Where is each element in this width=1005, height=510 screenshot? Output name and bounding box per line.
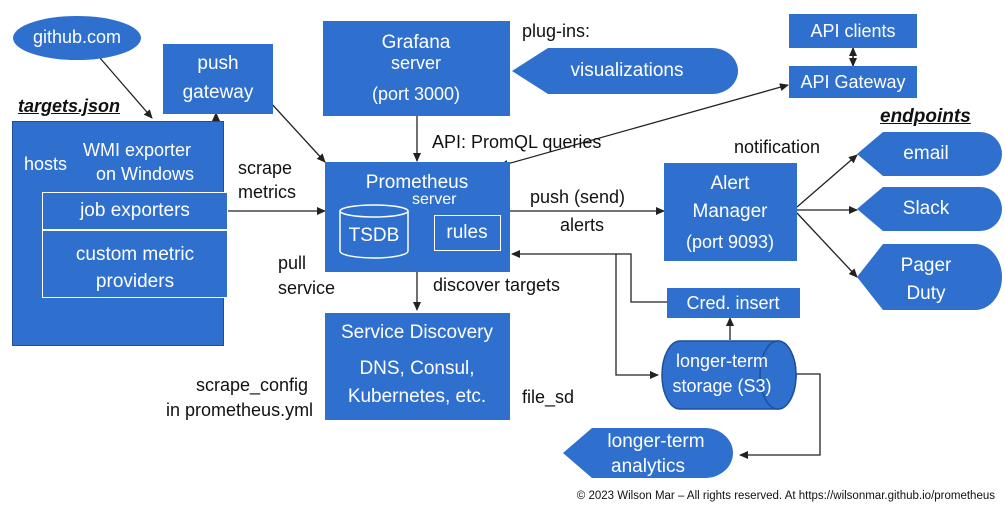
arrow-alertmanager-to-email bbox=[796, 154, 858, 208]
api-clients-box bbox=[789, 14, 917, 48]
scrape-config-label-1: scrape_config bbox=[196, 375, 309, 395]
alert-manager-port: (port 9093) bbox=[685, 232, 775, 252]
pagerduty-label-2: Duty bbox=[906, 283, 946, 304]
pagerduty-shape bbox=[857, 244, 1002, 310]
targets-json-label: targets.json bbox=[18, 96, 121, 116]
analytics-label-2: analytics bbox=[611, 456, 685, 477]
alert-manager-label-2: Manager bbox=[692, 201, 768, 222]
push-gateway-label-1: push bbox=[197, 53, 239, 74]
analytics-label-1: longer-term bbox=[607, 431, 705, 452]
api-clients-label: API clients bbox=[810, 21, 896, 41]
arrow-prometheus-to-storage bbox=[615, 254, 659, 379]
job-exporters-box bbox=[42, 192, 228, 230]
custom-metric-box bbox=[42, 230, 228, 298]
job-exporters-label: job exporters bbox=[80, 200, 190, 221]
alert-manager-box bbox=[664, 163, 797, 261]
scrape-label-1: scrape bbox=[238, 158, 293, 178]
custom-providers-label: providers bbox=[95, 271, 175, 292]
wmi-windows-label: on Windows bbox=[96, 164, 195, 184]
custom-metric-label: custom metric bbox=[75, 244, 195, 265]
arrow-pushgateway-to-prometheus bbox=[269, 101, 326, 163]
service-discovery-box bbox=[325, 313, 510, 420]
visualizations-shape bbox=[512, 48, 738, 94]
github-label: github.com bbox=[32, 27, 122, 47]
email-shape bbox=[857, 132, 1002, 176]
storage-label-2: storage (S3) bbox=[672, 376, 772, 396]
slack-label: Slack bbox=[902, 198, 950, 219]
rules-box bbox=[434, 215, 501, 251]
grafana-port-label: (port 3000) bbox=[371, 84, 461, 104]
discover-targets-label: discover targets bbox=[433, 275, 561, 295]
storage-cylinder bbox=[661, 340, 797, 410]
cred-insert-label: Cred. insert bbox=[686, 293, 780, 313]
visualizations-label: visualizations bbox=[570, 60, 684, 81]
pull-label-1: pull bbox=[278, 253, 307, 273]
endpoints-label: endpoints bbox=[880, 106, 971, 127]
alert-manager-label-1: Alert bbox=[710, 173, 750, 194]
service-discovery-title: Service Discovery bbox=[340, 322, 494, 343]
notification-label: notification bbox=[734, 137, 821, 157]
email-label: email bbox=[903, 143, 949, 164]
tsdb-label: TSDB bbox=[348, 225, 400, 246]
github-shape bbox=[13, 16, 141, 60]
service-discovery-line-2: Kubernetes, etc. bbox=[347, 386, 487, 407]
plugins-label: plug-ins: bbox=[522, 21, 591, 41]
pull-label-2: service bbox=[278, 278, 336, 298]
grafana-box bbox=[323, 21, 510, 116]
api-gateway-box bbox=[789, 66, 917, 98]
arrow-storage-to-analytics bbox=[739, 373, 821, 459]
rules-label: rules bbox=[446, 222, 488, 243]
push-gateway-label-2: gateway bbox=[182, 82, 254, 103]
analytics-shape bbox=[563, 428, 733, 478]
file-sd-label: file_sd bbox=[522, 387, 575, 407]
alerts-label: alerts bbox=[560, 215, 605, 235]
scrape-config-label-2: in prometheus.yml bbox=[166, 400, 314, 420]
prometheus-title: Prometheus bbox=[365, 172, 469, 193]
hosts-label: hosts bbox=[24, 154, 68, 174]
grafana-title: Grafana bbox=[381, 32, 451, 53]
arrow-alertmanager-to-pagerduty bbox=[796, 212, 858, 278]
push-gateway-box bbox=[163, 44, 273, 114]
grafana-server-label: server bbox=[390, 53, 442, 73]
storage-label-1: longer-term bbox=[675, 351, 769, 371]
arrow-credinsert-to-prometheus bbox=[511, 250, 667, 303]
slack-shape bbox=[857, 187, 1002, 231]
pagerduty-label-1: Pager bbox=[900, 255, 952, 276]
push-send-label: push (send) bbox=[530, 187, 626, 207]
prometheus-server-label: server bbox=[412, 191, 457, 208]
copyright-text: © 2023 Wilson Mar – All rights reserved.… bbox=[576, 490, 995, 502]
arrow-github-to-targets bbox=[99, 57, 153, 119]
cred-insert-box bbox=[667, 288, 800, 318]
api-gateway-label: API Gateway bbox=[800, 72, 906, 92]
wmi-exporter-label: WMI exporter bbox=[83, 140, 192, 160]
tsdb-cylinder bbox=[339, 204, 409, 259]
scrape-label-2: metrics bbox=[238, 182, 296, 202]
api-promql-label: API: PromQL queries bbox=[432, 132, 602, 152]
arrow-apigateway-to-prometheus bbox=[499, 83, 789, 168]
service-discovery-line-1: DNS, Consul, bbox=[359, 358, 475, 379]
